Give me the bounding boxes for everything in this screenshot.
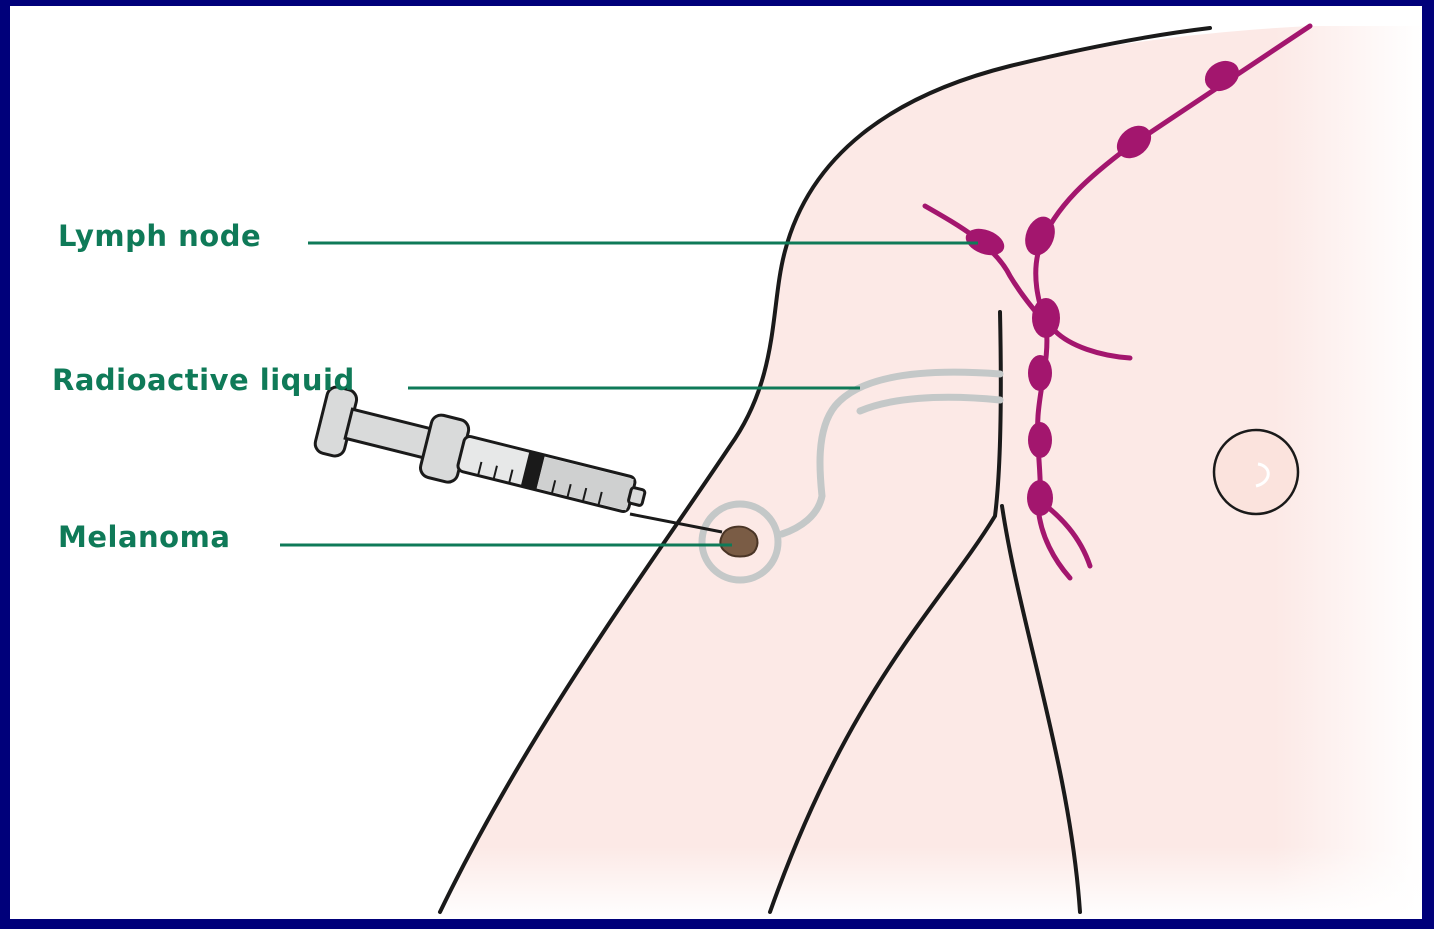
label-melanoma: Melanoma (58, 520, 230, 554)
melanoma-spot (720, 527, 757, 557)
body-fade-bottom (10, 6, 1422, 919)
lymph-node-6 (1028, 355, 1052, 391)
sentinel-node-diagram: Lymph node Radioactive liquid Melanoma (10, 6, 1422, 919)
nipple (1214, 430, 1298, 514)
diagram-frame: Lymph node Radioactive liquid Melanoma (10, 6, 1422, 919)
label-radioactive-liquid: Radioactive liquid (52, 363, 355, 397)
label-lymph-node: Lymph node (58, 219, 261, 253)
lymph-node-8 (1027, 480, 1053, 516)
lymph-node-5 (1032, 298, 1060, 338)
lymph-node-7 (1028, 422, 1052, 458)
